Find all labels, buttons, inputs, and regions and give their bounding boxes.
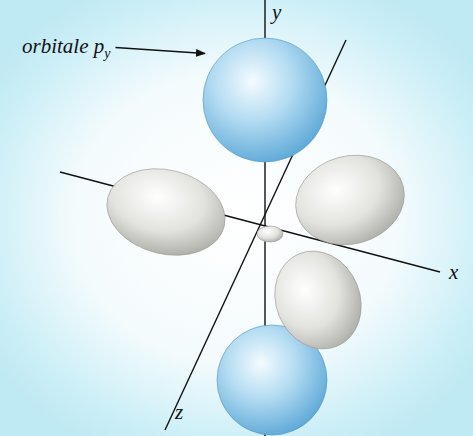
axis-label: y [272,2,281,23]
axis-label: x [449,262,458,283]
nucleus-ring [257,226,283,242]
p-orbital-lobe [260,238,375,362]
orbital-label: orbitale py [22,36,110,57]
subscript: y [104,46,110,61]
axis-lines [60,0,440,436]
orbital-label-text: orbitale p [22,34,104,58]
py-orbital-lobe [203,38,327,162]
pointer-arrow [115,48,205,54]
p-orbital-lobe [98,157,235,268]
axis-label: z [175,402,183,423]
p-orbital-lobe [285,143,414,256]
